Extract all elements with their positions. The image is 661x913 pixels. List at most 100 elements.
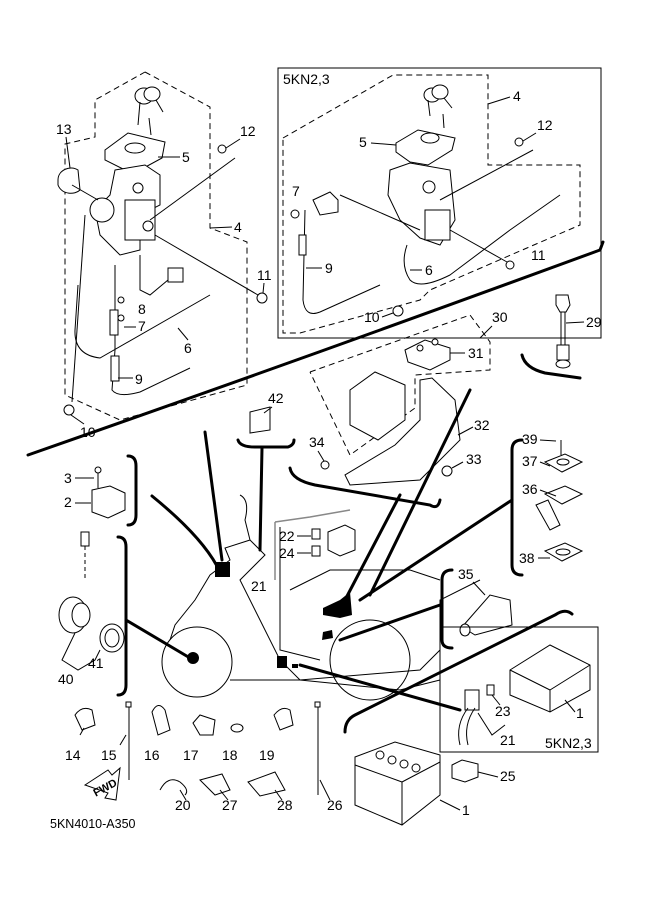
callout-37: 37 — [522, 453, 538, 469]
fuel-sender-part — [555, 294, 571, 313]
drawing-code: 5KN4010-A350 — [50, 817, 136, 831]
callout-13: 13 — [56, 121, 72, 137]
leader-fuel-sender — [368, 388, 472, 597]
bracket-cdi — [288, 466, 442, 509]
bracket-neutral — [116, 535, 128, 697]
callout-4: 4 — [234, 219, 242, 235]
clamp-18-part — [230, 723, 244, 733]
callout-15: 15 — [101, 747, 117, 763]
leader-main-switch — [203, 430, 224, 562]
fuse-24-part — [311, 545, 321, 557]
clamp-19-part — [273, 707, 294, 731]
callout-v11: 11 — [531, 247, 546, 263]
callout-v10: 10 — [364, 309, 380, 325]
variant-box-battery: 1 23 21 5KN2,3 — [439, 626, 599, 753]
callout-14: 14 — [65, 747, 81, 763]
callout-33: 33 — [466, 451, 482, 467]
callout-v9: 9 — [325, 260, 333, 276]
callout-5: 5 — [182, 149, 190, 165]
scooter-silhouette — [124, 388, 514, 712]
bolt-12-part — [217, 144, 227, 154]
callout-24: 24 — [279, 545, 295, 561]
bracket-29 — [520, 353, 582, 380]
main-switch-group: 13 5 12 4 11 8 7 6 9 10 — [56, 71, 272, 440]
v-bolt-10-part — [392, 305, 404, 317]
label-42-group: 42 — [236, 390, 296, 449]
fuse-box-part — [327, 524, 356, 557]
leader-label — [258, 446, 264, 552]
callout-26: 26 — [327, 797, 343, 813]
callout-v1: 1 — [576, 705, 584, 721]
callout-8: 8 — [138, 301, 146, 317]
callout-42: 42 — [268, 390, 284, 406]
relay-2-part — [91, 485, 126, 519]
bracket-42 — [236, 438, 296, 449]
v-screw-7-part — [290, 209, 300, 219]
neutral-location-marker — [187, 652, 199, 664]
callout-31: 31 — [468, 345, 484, 361]
clamp-27-part — [199, 773, 231, 796]
connector-part — [167, 267, 184, 283]
key-icon — [423, 84, 453, 129]
callout-29: 29 — [586, 314, 602, 330]
caution-label-part — [249, 406, 271, 434]
clamp-17-part — [192, 714, 216, 736]
callout-11: 11 — [257, 267, 272, 283]
callout-27: 27 — [222, 797, 238, 813]
bracket-32-part — [344, 377, 461, 486]
callout-v6: 6 — [425, 262, 433, 278]
callout-19: 19 — [259, 747, 275, 763]
leader-cdi — [343, 493, 402, 602]
bracket-starter-relay — [440, 568, 454, 650]
section-divider-top — [26, 248, 602, 457]
clamp-28-part — [247, 771, 286, 797]
v-bolt-12-part — [514, 137, 524, 147]
fwd-arrow: FWD — [83, 766, 121, 801]
callout-2: 2 — [64, 494, 72, 510]
callout-9: 9 — [135, 371, 143, 387]
variant-box-main-switch: 5KN2,3 4 12 5 7 9 — [277, 67, 602, 339]
callout-22: 22 — [279, 528, 295, 544]
fuel-gauge-36-part — [543, 485, 584, 505]
bracket-fuel-gauge — [510, 438, 524, 577]
neutral-switch-group: 41 40 — [58, 531, 128, 697]
relay-25-part — [451, 759, 479, 783]
callout-35: 35 — [458, 566, 474, 582]
band-15-head — [125, 701, 132, 708]
starter-relay-group: 35 — [440, 566, 513, 650]
leader-starter-relay — [338, 603, 442, 642]
callout-12: 12 — [240, 123, 256, 139]
fwd-arrow-icon — [83, 766, 121, 801]
battery-part — [354, 741, 441, 826]
fuel-sender-group: 29 — [520, 294, 602, 380]
v-battery-part — [509, 644, 591, 713]
section-divider-battery — [343, 609, 574, 734]
v-key-cover-part — [395, 129, 456, 166]
key-icon — [134, 86, 164, 136]
bracket-relay — [126, 454, 138, 527]
fuel-gauge-group: 39 37 36 38 — [510, 431, 584, 577]
callout-28: 28 — [277, 797, 293, 813]
clamps-row: 14 15 16 17 18 19 20 27 28 26 — [65, 701, 343, 813]
callout-34: 34 — [309, 434, 325, 450]
callout-v12: 12 — [537, 117, 553, 133]
callout-38: 38 — [519, 550, 535, 566]
variant-box-frame — [277, 67, 602, 339]
callout-17: 17 — [183, 747, 199, 763]
battery-location-marker — [277, 656, 287, 668]
callout-v5: 5 — [359, 134, 367, 150]
screw-34-part — [320, 460, 330, 470]
variant-box-bottom-title: 5KN2,3 — [545, 735, 592, 751]
bolt-10-part — [63, 404, 75, 416]
callout-3: 3 — [64, 470, 72, 486]
callout-30: 30 — [492, 309, 508, 325]
leader-relay — [150, 494, 219, 568]
callout-7: 7 — [138, 318, 146, 334]
callout-41: 41 — [88, 655, 104, 671]
leader-battery — [298, 663, 462, 712]
variant-assembly-boundary — [282, 74, 581, 334]
callout-v7: 7 — [292, 183, 300, 199]
nut-33-part — [441, 465, 453, 477]
callout-36: 36 — [522, 481, 538, 497]
